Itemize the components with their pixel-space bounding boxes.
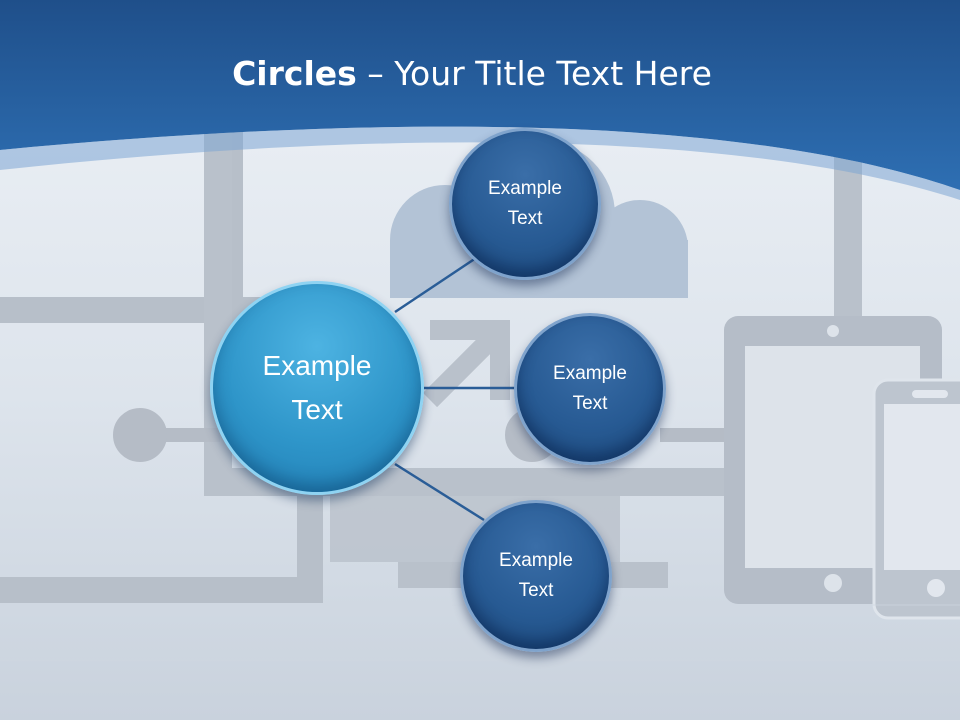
top-circle[interactable]: Example Text [449, 128, 601, 280]
middle-circle-label: Example Text [553, 363, 627, 414]
main-circle[interactable]: Example Text [210, 281, 424, 495]
title-bold: Circles [232, 54, 357, 93]
top-circle-label: Example Text [488, 178, 562, 229]
header-band [0, 0, 960, 190]
middle-circle[interactable]: Example Text [514, 313, 666, 465]
bottom-circle-label: Example Text [499, 550, 573, 601]
phone-icon [872, 378, 960, 620]
bottom-circle[interactable]: Example Text [460, 500, 612, 652]
slide-title: Circles – Your Title Text Here [0, 52, 944, 96]
title-rest: – Your Title Text Here [356, 54, 712, 93]
main-circle-label: Example Text [262, 350, 372, 425]
header-band-highlight [0, 126, 960, 200]
